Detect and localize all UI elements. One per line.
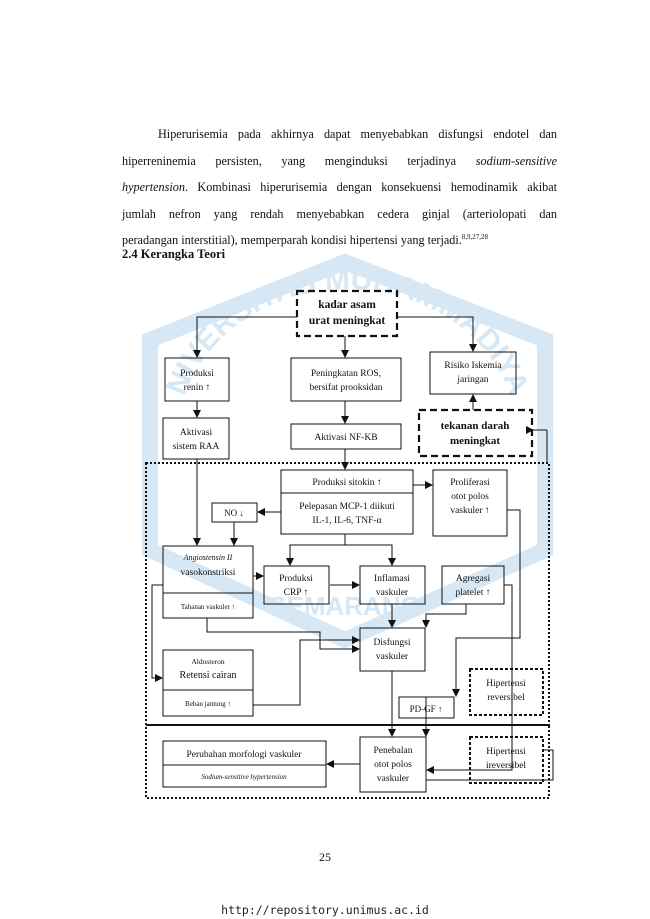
- renin-label-1: Produksi: [180, 369, 214, 379]
- inflammation-label-2: vaskuler: [376, 588, 409, 598]
- proliferation-label-3: vaskuler ↑: [450, 506, 489, 516]
- mcp-box: [280, 492, 414, 535]
- dysfunction-box: [359, 627, 426, 672]
- no-label: NO ↓: [224, 508, 244, 518]
- reversible-hypertension-box: [469, 668, 544, 716]
- aldosterone-label: Aldosteron: [191, 657, 225, 666]
- renin-label-2: renin ↑: [184, 383, 211, 393]
- nfkb-box: [290, 423, 402, 450]
- ros-label-2: bersifat prooksidan: [309, 382, 382, 393]
- uric-acid-box: [295, 289, 399, 338]
- diagram-arrows: [151, 316, 554, 781]
- inflammation-box: [359, 565, 426, 605]
- dysfunction-label-2: vaskuler: [376, 652, 409, 662]
- nfkb-label: Aktivasi NF-KB: [314, 433, 377, 443]
- aldosterone-box: [162, 649, 254, 717]
- body-paragraph: Hiperurisemia pada akhirnya dapat menyeb…: [122, 121, 557, 254]
- ischemia-box: [429, 351, 517, 395]
- reversible-hypertension-label-1: Hipertensi: [486, 679, 526, 689]
- footer-url[interactable]: http://repository.unimus.ac.id: [221, 903, 429, 917]
- mcp-label-2: IL-1, IL-6, TNF-α: [312, 516, 381, 526]
- aggregation-box: [441, 565, 505, 605]
- paragraph-line-5: peradangan interstitial), memperparah ko…: [122, 233, 489, 248]
- proliferation-label-1: Proliferasi: [450, 477, 490, 488]
- dysfunction-label-1: Disfungsi: [374, 637, 411, 648]
- crp-box: [263, 565, 330, 605]
- crp-label-2: CRP ↑: [284, 588, 309, 598]
- heart-load-label: Beban jantung ↑: [185, 700, 231, 708]
- crp-label-1: Produksi: [279, 574, 313, 584]
- reversible-hypertension-label-2: reversibel: [487, 693, 525, 703]
- uric-acid-label-2: urat meningkat: [309, 315, 386, 327]
- renin-box: [164, 357, 230, 402]
- irreversible-hypertension-label-1: Hipertensi: [486, 747, 526, 757]
- blood-pressure-box: [417, 408, 534, 458]
- sodium-sensitive-label: Sodium-sensitive hypertension: [201, 773, 287, 781]
- irreversible-region: [145, 724, 550, 799]
- ischemia-label-2: jaringan: [456, 375, 488, 385]
- paragraph-line-1: Hiperurisemia pada akhirnya dapat menyeb…: [158, 127, 557, 141]
- angiotensin-label: Angiostensin II: [183, 553, 233, 562]
- vascular-resistance-label: Tahanan vaskuler ↑: [181, 603, 235, 611]
- citation: 8,9,27,28: [461, 233, 489, 242]
- page-number: 25: [319, 850, 331, 864]
- irreversible-hypertension-box: [469, 736, 544, 784]
- paragraph-line-2: hiperreninemia persisten, yang menginduk…: [122, 153, 558, 168]
- inflammation-label-1: Inflamasi: [374, 573, 410, 584]
- thickening-label-2: otot polos: [374, 760, 412, 770]
- raa-box: [162, 417, 230, 460]
- morphology-label: Perubahan morfologi vaskuler: [186, 749, 302, 760]
- cytokine-label: Produksi sitokin ↑: [312, 478, 381, 488]
- paragraph-line-3: hypertension. Kombinasi hiperurisemia de…: [122, 180, 557, 195]
- ros-label-1: Peningkatan ROS,: [311, 369, 381, 379]
- mcp-label-1: Pelepasan MCP-1 diikuti: [299, 502, 395, 512]
- aggregation-label-1: Agregasi: [456, 574, 491, 584]
- thickening-label-1: Penebalan: [373, 746, 412, 756]
- aggregation-label-2: platelet ↑: [455, 588, 490, 598]
- raa-label-1: Aktivasi: [180, 428, 213, 438]
- ros-box: [290, 357, 402, 402]
- blood-pressure-label-1: tekanan darah: [441, 420, 510, 432]
- blood-pressure-label-2: meningkat: [450, 435, 500, 447]
- raa-label-2: sistem RAA: [173, 442, 220, 452]
- proliferation-label-2: otot polos: [451, 492, 489, 502]
- uric-acid-label-1: kadar asam: [318, 299, 376, 311]
- pdgf-label: PD-GF ↑: [410, 704, 443, 714]
- watermark-city-text: SEMARANG: [269, 591, 421, 621]
- ischemia-label-1: Risiko Iskemia: [444, 361, 502, 371]
- vasoconstriction-label: vasokonstriksi: [181, 568, 236, 578]
- irreversible-hypertension-label-2: ireversibel: [486, 761, 526, 771]
- paragraph-line-4: jumlah nefron yang rendah menyebabkan ce…: [122, 206, 557, 221]
- thickening-label-3: vaskuler: [377, 774, 410, 784]
- fluid-retention-label: Retensi cairan: [180, 670, 237, 681]
- angiotensin-box: [162, 545, 254, 619]
- section-heading: 2.4 Kerangka Teori: [122, 247, 226, 261]
- proliferation-box: [432, 469, 508, 537]
